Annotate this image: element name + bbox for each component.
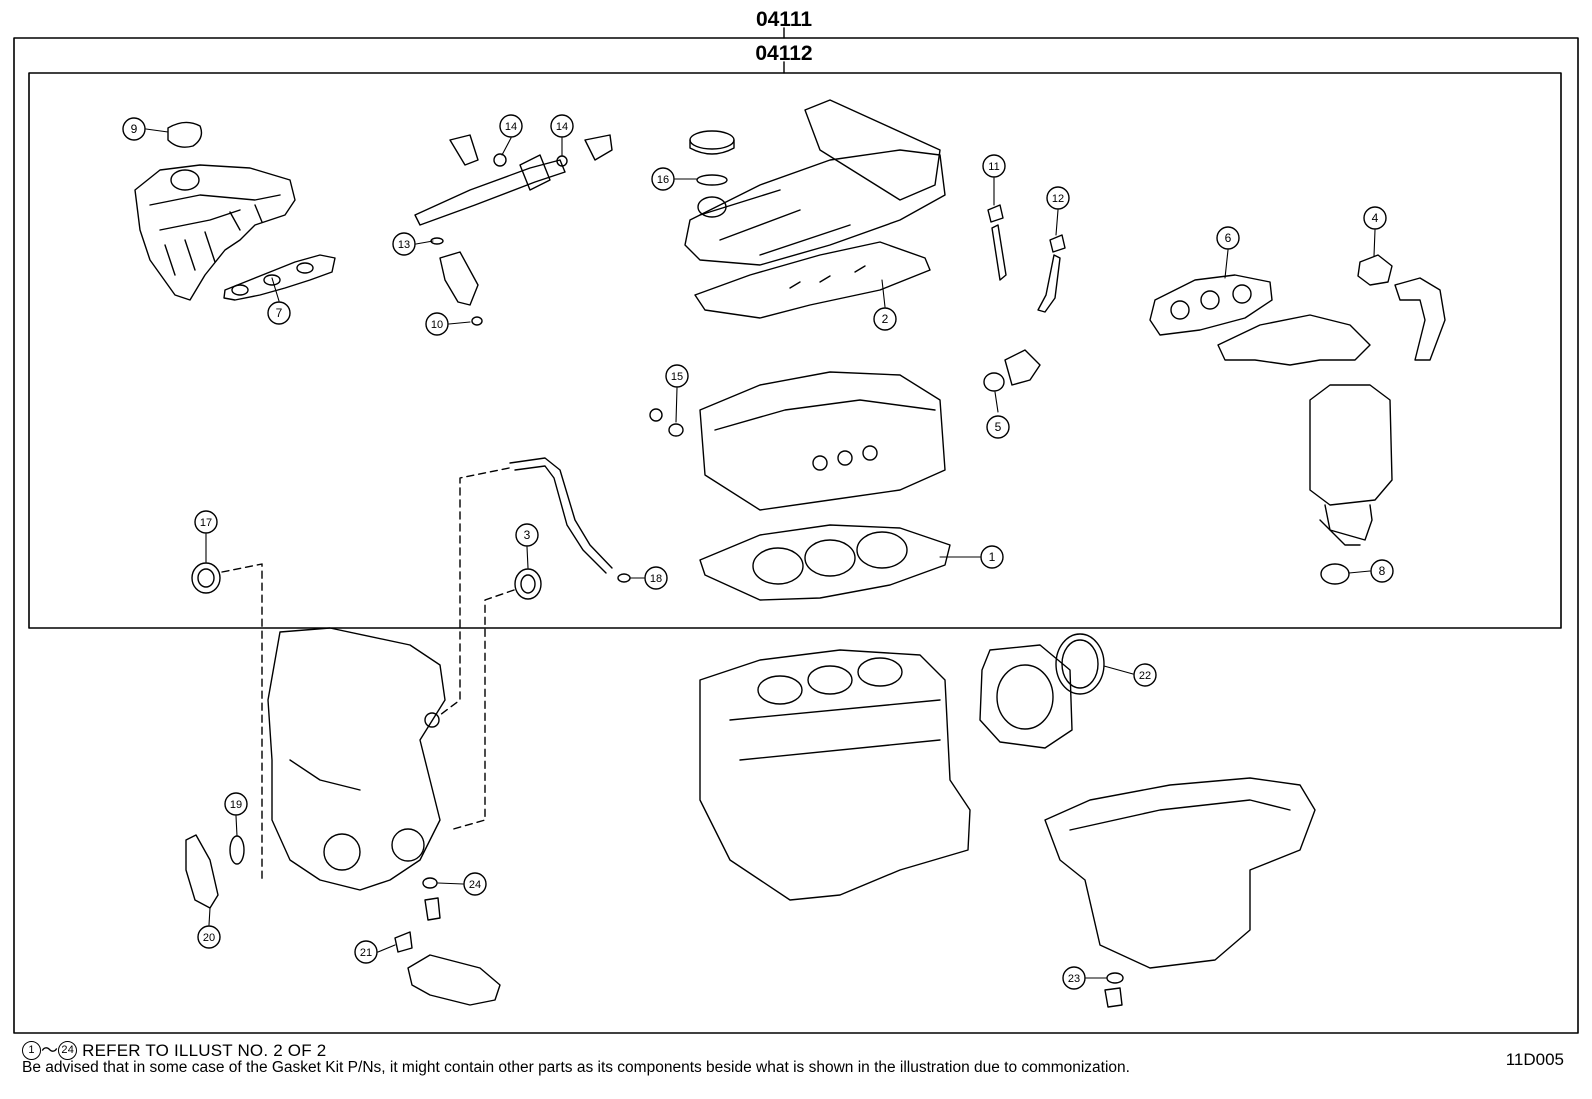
fuel-rail-drawing <box>414 134 613 226</box>
assembly-dashed-lines <box>221 467 515 881</box>
leader-lines <box>145 128 1376 979</box>
svg-text:4: 4 <box>1372 211 1379 225</box>
callout-3: 3 <box>515 523 539 547</box>
oring-20-drawing <box>229 835 245 865</box>
refer-note: 1～24 REFER TO ILLUST NO. 2 OF 2 <box>22 1036 326 1061</box>
inner-kit-code: 04112 <box>755 42 812 65</box>
callout-7: 7 <box>267 301 291 325</box>
callout-6: 6 <box>1216 226 1240 250</box>
callout-16: 15 <box>665 364 689 388</box>
svg-text:9: 9 <box>131 122 138 136</box>
svg-text:7: 7 <box>276 306 283 320</box>
oring-18-drawing <box>617 573 631 583</box>
gasket-24-drawing <box>422 877 441 921</box>
head-cover-gasket-2-drawing <box>694 241 931 319</box>
oil-filler-cap-drawing <box>689 130 735 155</box>
svg-text:12: 12 <box>1052 193 1064 205</box>
svg-text:17: 17 <box>200 517 212 529</box>
callout-15: 17 <box>194 510 218 534</box>
valve-seal-12-drawing <box>1037 234 1066 313</box>
valve-seal-11-drawing <box>987 204 1007 281</box>
rear-oil-seal-23-drawing <box>1055 633 1105 695</box>
callout-20: 19 <box>224 792 248 816</box>
svg-text:24: 24 <box>469 879 481 891</box>
callout-21: 20 <box>197 925 221 949</box>
callout-19: 21 <box>354 940 378 964</box>
seal-retainer-drawing <box>979 644 1073 749</box>
svg-text:11: 11 <box>988 161 999 173</box>
head-gasket-1-drawing <box>699 524 951 601</box>
svg-text:14: 14 <box>556 121 568 133</box>
callout-8: 8 <box>1370 559 1394 583</box>
head-cover-drawing <box>684 99 946 266</box>
callout-2: 2 <box>873 307 897 331</box>
svg-text:13: 13 <box>398 239 410 251</box>
exhaust-gasket-6-drawing <box>1149 274 1273 336</box>
svg-text:8: 8 <box>1379 564 1386 578</box>
callout-17: 16 <box>651 167 675 191</box>
callout-5: 5 <box>986 415 1010 439</box>
callout-22: 23 <box>1062 966 1086 990</box>
cylinder-head-drawing <box>699 371 946 511</box>
throttle-gasket-9-drawing <box>167 121 203 148</box>
callout-18: 18 <box>644 566 668 590</box>
svg-text:23: 23 <box>1068 973 1080 985</box>
exhaust-pipe-drawing <box>1394 277 1446 361</box>
oil-seal-3-drawing <box>514 568 542 600</box>
svg-text:10: 10 <box>431 319 443 331</box>
cylinder-block-drawing <box>699 649 971 901</box>
svg-text:6: 6 <box>1225 231 1232 245</box>
drain-gasket-22-drawing <box>1104 972 1124 1008</box>
gasket-19-drawing <box>394 931 501 1006</box>
callout-13: 13 <box>392 232 416 256</box>
outer-kit-code: 04111 <box>756 8 812 31</box>
catalyst-gasket-8-drawing <box>1320 563 1350 585</box>
refer-text: REFER TO ILLUST NO. 2 OF 2 <box>82 1041 327 1060</box>
callout-9: 9 <box>122 117 146 141</box>
svg-text:16: 16 <box>657 174 669 186</box>
oil-seal-15-drawing <box>191 562 221 594</box>
svg-text:1: 1 <box>989 550 996 564</box>
callout-10: 10 <box>425 312 449 336</box>
callout-1: 1 <box>980 545 1004 569</box>
callout-12: 12 <box>1046 186 1070 210</box>
svg-text:14: 14 <box>505 121 517 133</box>
svg-text:18: 18 <box>650 573 662 585</box>
exhaust-gasket-4-drawing <box>1357 254 1393 286</box>
svg-text:2: 2 <box>882 312 889 326</box>
inner-kit-frame <box>28 72 1562 629</box>
gauge-guide-drawing <box>509 457 613 574</box>
svg-text:3: 3 <box>524 528 531 542</box>
plug-gasket-16-drawing <box>649 408 684 437</box>
illustration-id: 11D005 <box>1505 1050 1564 1069</box>
oil-pan-drawing <box>1044 777 1316 969</box>
callout-23: 22 <box>1133 663 1157 687</box>
callout-24: 24 <box>463 872 487 896</box>
range-tilde: ～ <box>41 1041 59 1060</box>
advisory-note: Be advised that in some case of the Gask… <box>22 1059 1130 1076</box>
svg-text:20: 20 <box>203 932 215 944</box>
callout-11: 11 <box>982 154 1006 178</box>
camshaft-seal-5-drawing <box>983 349 1041 392</box>
belt-21-drawing <box>185 834 219 909</box>
cap-gasket-17-drawing <box>696 174 728 186</box>
range-start-badge: 1 <box>22 1040 41 1060</box>
callout-4: 4 <box>1363 206 1387 230</box>
callout-14a: 14 <box>499 114 523 138</box>
range-end-badge: 24 <box>58 1040 78 1060</box>
svg-text:15: 15 <box>671 371 683 383</box>
svg-text:19: 19 <box>230 799 242 811</box>
injector-drawing <box>430 237 483 326</box>
intake-manifold-drawing <box>134 164 296 301</box>
timing-cover-drawing <box>267 627 446 891</box>
svg-text:21: 21 <box>360 947 372 959</box>
callout-14b: 14 <box>550 114 574 138</box>
exhaust-manifold-drawing <box>1217 314 1393 546</box>
manifold-gasket-7-drawing <box>223 254 336 301</box>
svg-text:5: 5 <box>995 420 1002 434</box>
outer-kit-frame <box>13 37 1579 1034</box>
svg-text:22: 22 <box>1139 670 1151 682</box>
